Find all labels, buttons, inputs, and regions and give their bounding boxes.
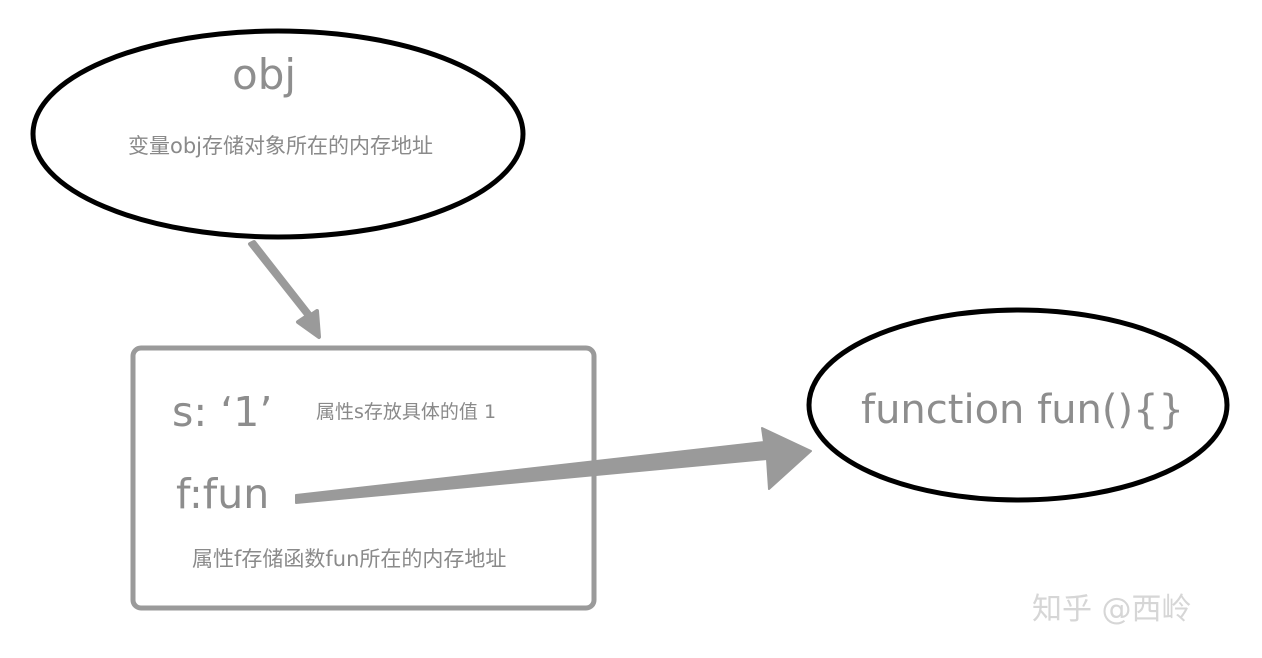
obj-title: obj (232, 50, 297, 99)
function-ellipse (806, 307, 1230, 503)
obj-description: 变量obj存储对象所在的内存地址 (128, 134, 434, 158)
property-s-description: 属性s存放具体的值 1 (316, 401, 497, 423)
property-s-key: s: ‘1’ (172, 388, 273, 436)
obj-to-box-arrow (248, 240, 321, 339)
property-f-description: 属性f存储函数fun所在的内存地址 (192, 547, 507, 571)
watermark: 知乎 @西岭 (1032, 592, 1192, 627)
object-memory-box (130, 345, 597, 611)
obj-ellipse (30, 28, 526, 240)
property-f-key: f:fun (176, 470, 270, 518)
function-label: function fun(){} (861, 387, 1185, 433)
fun-to-function-arrow (295, 427, 812, 504)
